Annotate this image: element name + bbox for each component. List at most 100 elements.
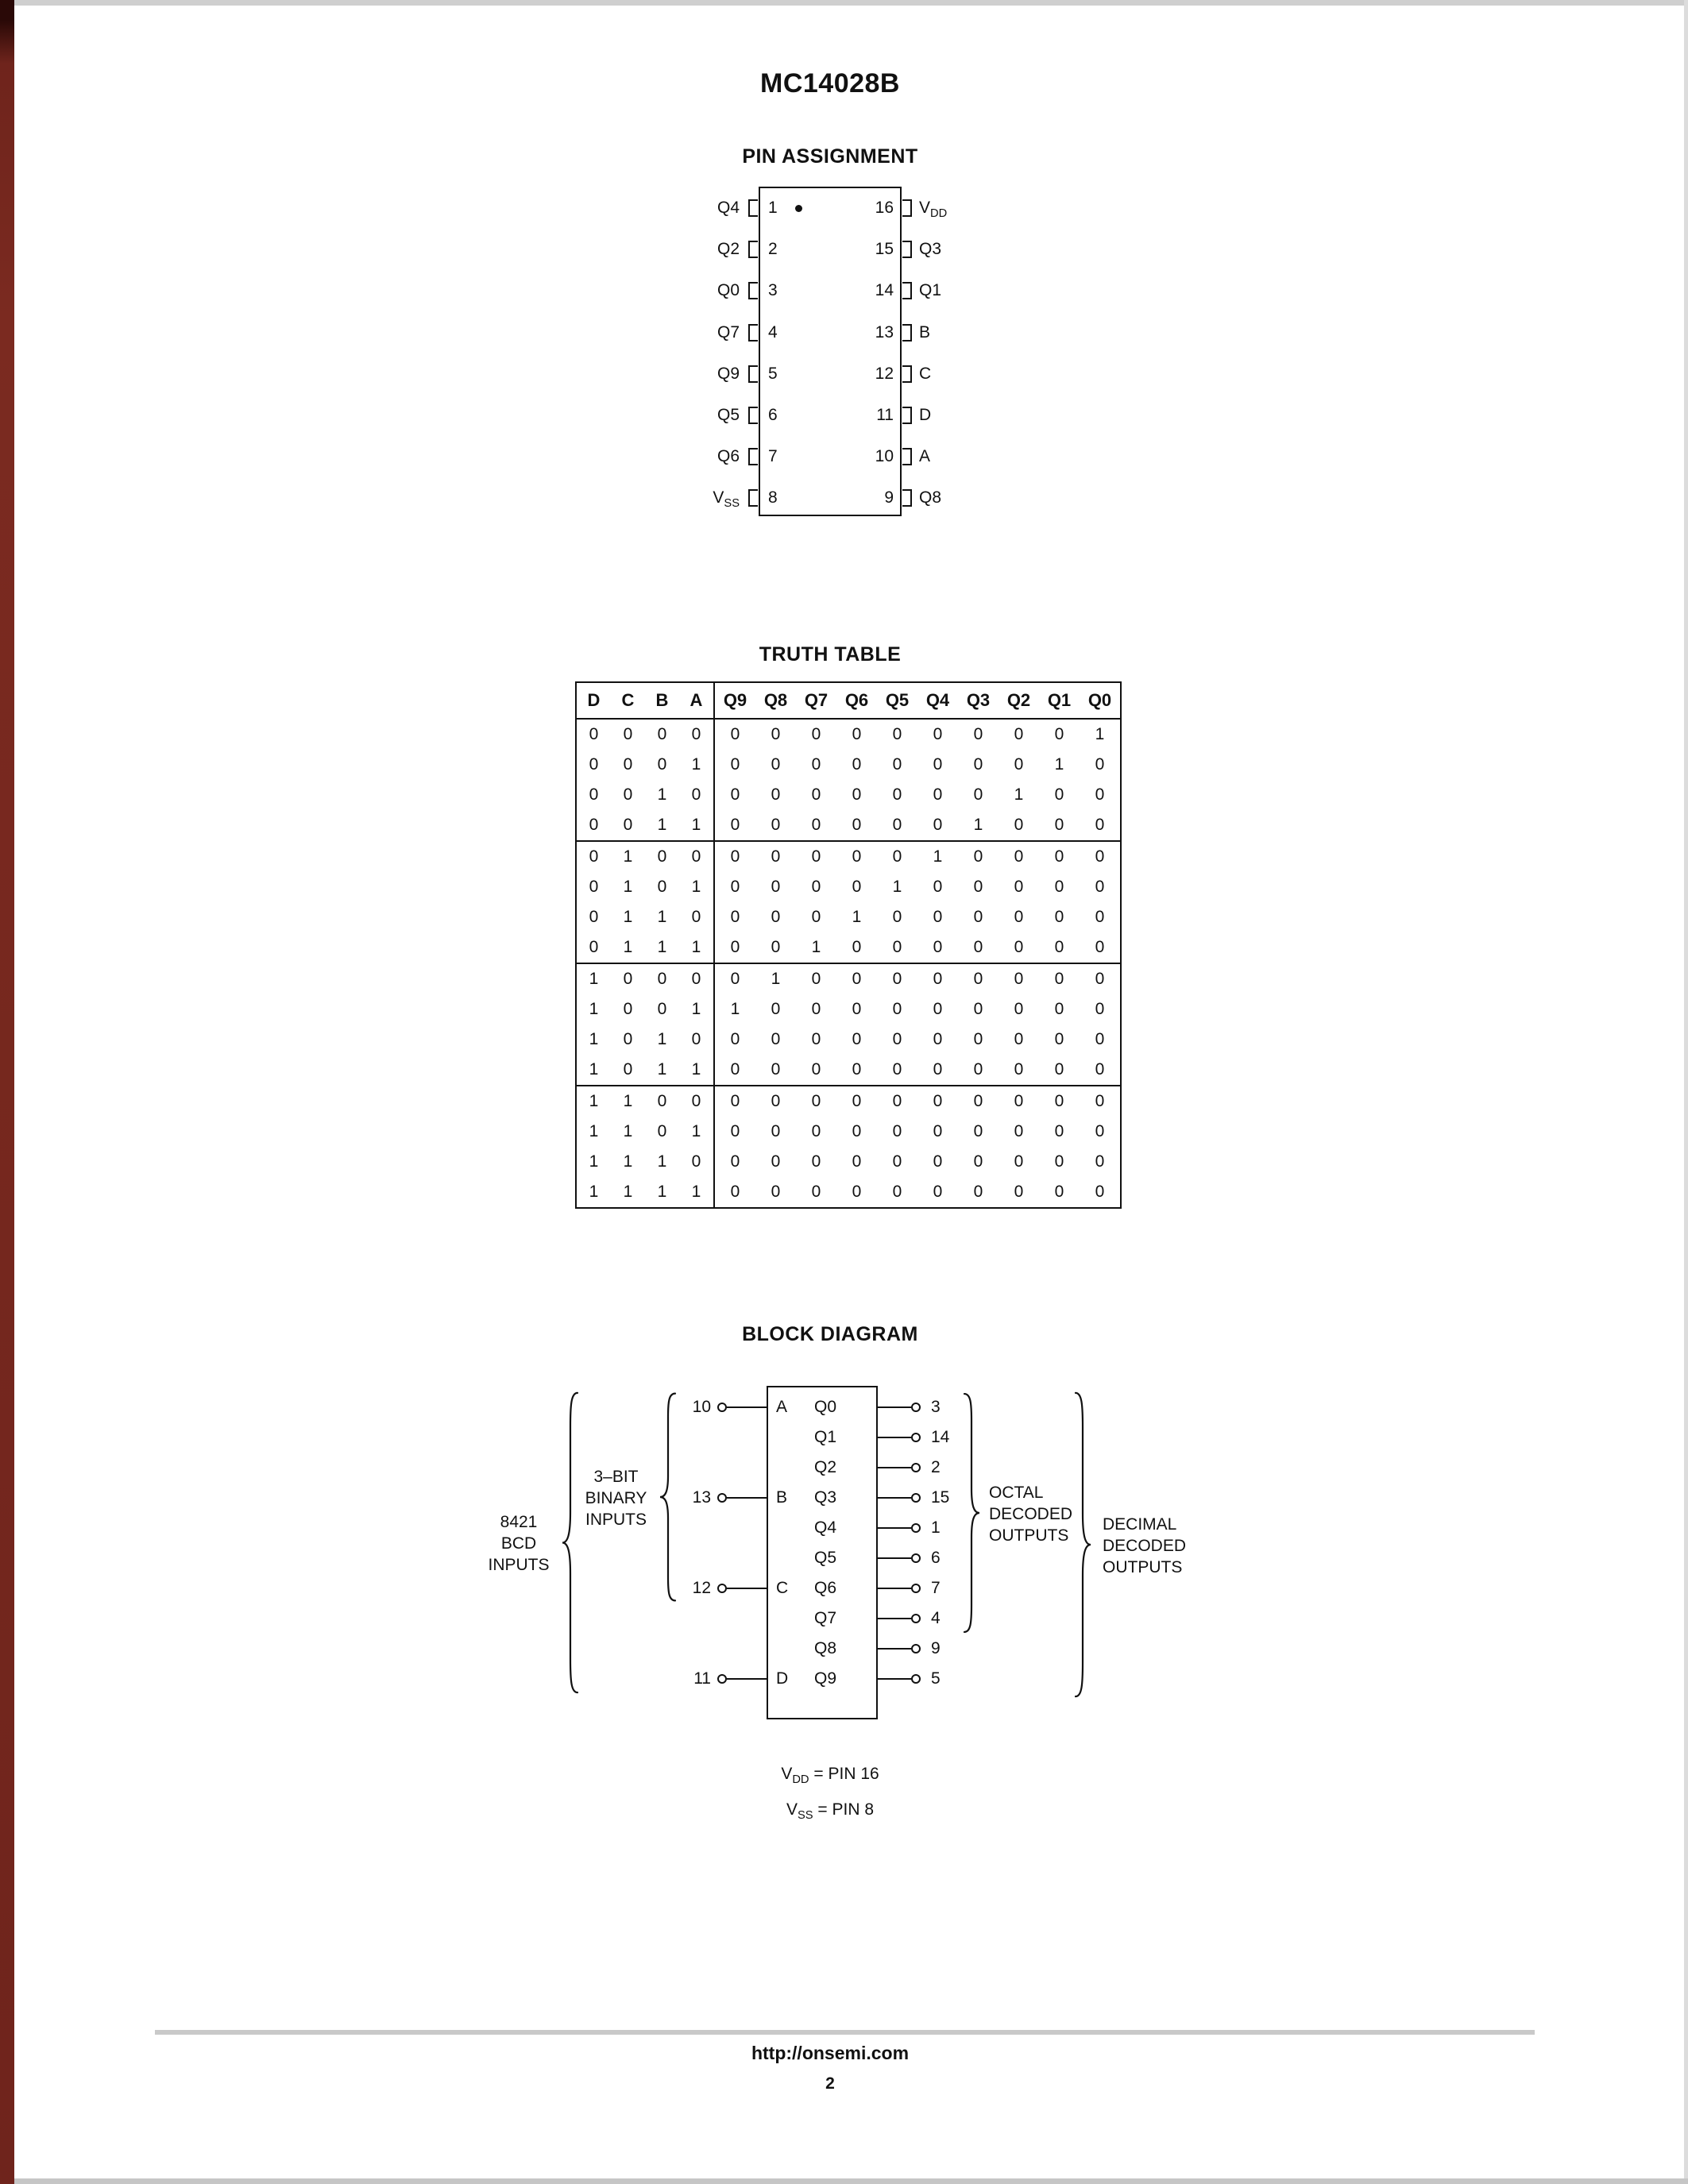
truth-table-cell: 0 <box>1054 1000 1064 1018</box>
block-diagram-heading: BLOCK DIAGRAM <box>742 1323 918 1345</box>
pin-stub <box>902 323 912 341</box>
truth-table-cell: 0 <box>852 1030 862 1048</box>
truth-table-cell: 0 <box>1054 725 1064 743</box>
truth-table-cell: 0 <box>973 970 983 988</box>
truth-table-heading: TRUTH TABLE <box>759 643 902 666</box>
truth-table-cell: 0 <box>589 816 599 834</box>
truth-table-cell: 0 <box>973 755 983 774</box>
truth-table-cell: 1 <box>589 1122 599 1140</box>
truth-table-cell: 0 <box>973 908 983 926</box>
truth-table-cell: 0 <box>933 1000 943 1018</box>
column-header: Q0 <box>1080 682 1121 720</box>
output-terminal <box>911 1523 921 1533</box>
truth-table-cell: 0 <box>973 1122 983 1140</box>
input-terminal <box>717 1674 727 1684</box>
truth-table-cell: 0 <box>852 938 862 956</box>
truth-table-cell: 0 <box>1054 1152 1064 1171</box>
truth-table-cell: 0 <box>657 970 667 988</box>
pin-stub <box>748 448 758 466</box>
output-pin-number: 7 <box>931 1579 941 1597</box>
pin-stub <box>902 282 912 300</box>
input-pin-number: 12 <box>692 1579 711 1597</box>
pin-stub <box>748 199 758 217</box>
truth-table-cell: 0 <box>852 970 862 988</box>
supply-note: VDD = PIN 16 <box>781 1765 879 1787</box>
truth-table-cell: 0 <box>892 908 902 926</box>
truth-table-cell: 0 <box>852 878 862 896</box>
truth-table-cell: 0 <box>657 1092 667 1110</box>
truth-table-cell: 0 <box>623 816 633 834</box>
truth-table-cell: 0 <box>713 963 755 994</box>
truth-table-cell: 0 <box>892 1092 902 1110</box>
input-wire <box>727 1678 767 1680</box>
truth-table-cell: 0 <box>892 847 902 866</box>
truth-table-cell: 0 <box>713 750 755 780</box>
pin-number: 2 <box>768 240 778 259</box>
brace-bcd-inputs <box>560 1390 579 1696</box>
truth-table-cell: 0 <box>1014 847 1024 866</box>
input-label: D <box>776 1669 789 1688</box>
pin-number: 3 <box>768 281 778 300</box>
truth-table-cell: 0 <box>811 725 821 743</box>
truth-table-cell: 0 <box>1095 755 1105 774</box>
truth-table-cell: 1 <box>657 1060 667 1078</box>
pin-label: Q8 <box>919 488 942 507</box>
output-wire <box>878 1648 911 1650</box>
input-pin-number: 11 <box>693 1669 711 1688</box>
truth-table-cell: 1 <box>623 1092 633 1110</box>
truth-table-cell: 0 <box>771 785 781 804</box>
pin-label: Q3 <box>919 240 942 259</box>
truth-table-cell: 0 <box>589 725 599 743</box>
truth-table-cell: 1 <box>771 970 781 988</box>
truth-table-cell: 1 <box>933 847 943 866</box>
footer-divider <box>155 2030 1535 2035</box>
truth-table-cell: 0 <box>973 1152 983 1171</box>
truth-table-cell: 1 <box>623 938 633 956</box>
truth-table-cell: 0 <box>1054 1183 1064 1201</box>
truth-table-cell: 0 <box>657 725 667 743</box>
pin-stub <box>902 241 912 259</box>
truth-table-cell: 0 <box>771 1122 781 1140</box>
truth-table-cell: 1 <box>623 1183 633 1201</box>
truth-table-cell: 0 <box>691 785 701 804</box>
pin-stub <box>902 365 912 383</box>
truth-table-cell: 0 <box>771 1030 781 1048</box>
output-pin-number: 4 <box>931 1609 941 1627</box>
truth-table-cell: 0 <box>1054 970 1064 988</box>
output-label: Q1 <box>814 1428 837 1446</box>
truth-table-cell: 0 <box>1014 816 1024 834</box>
output-wire <box>878 1618 911 1619</box>
truth-table-cell: 0 <box>973 878 983 896</box>
truth-table-cell: 0 <box>1014 1030 1024 1048</box>
truth-table-cell: 0 <box>892 1122 902 1140</box>
output-pin-number: 3 <box>931 1398 941 1416</box>
pin1-dot <box>795 205 802 212</box>
truth-table-cell: 0 <box>892 938 902 956</box>
truth-table-cell: 0 <box>1014 725 1024 743</box>
truth-table-cell: 0 <box>1014 1183 1024 1201</box>
truth-table-cell: 0 <box>973 1030 983 1048</box>
truth-table-cell: 0 <box>852 1152 862 1171</box>
truth-table-cell: 0 <box>811 785 821 804</box>
output-pin-number: 14 <box>931 1428 950 1446</box>
truth-table-cell: 0 <box>657 1122 667 1140</box>
column-header: Q6 <box>836 682 877 720</box>
truth-table-cell: 0 <box>657 1000 667 1018</box>
truth-table-cell: 0 <box>973 1060 983 1078</box>
